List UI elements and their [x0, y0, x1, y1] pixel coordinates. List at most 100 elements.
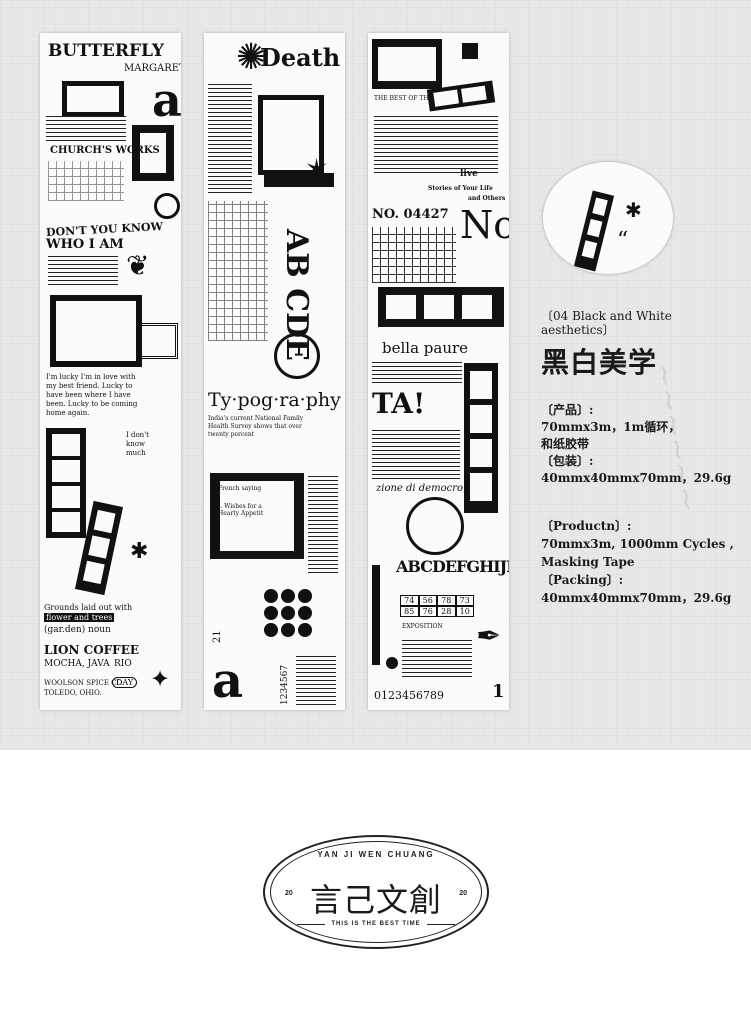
strip-text-lion-coffee: LION COFFEE — [44, 643, 139, 657]
logo-number-left: 20 — [285, 890, 293, 897]
tape-strip-2: ✺ Death ✶ AB CDE Ty·pog·ra·phy India's c… — [204, 33, 345, 710]
sparkle-icon: ✦ — [150, 665, 171, 693]
strip-text-letter-a: a — [212, 653, 244, 709]
tape-strip-1: BUTTERFLY MARGARET a CHURCH'S WORKS DON'… — [40, 33, 181, 710]
strip-text-numbers: 1234567 — [280, 664, 290, 705]
strip-text-lines — [639, 176, 661, 206]
star-icon: ✱ — [625, 200, 642, 222]
strip-text-garden: (gar.den) noun — [44, 625, 111, 635]
strip-text-lines — [372, 427, 460, 479]
pen-nib-icon: ✒ — [476, 619, 502, 654]
table-cell: 76 — [418, 606, 437, 617]
series-label: 〔04 Black and White aesthetics〕 — [541, 309, 672, 337]
strip-frame — [258, 95, 324, 175]
strip-text-lines — [308, 473, 338, 573]
cn-package-label: 〔包装〕: — [541, 454, 594, 468]
strip-text-big-no: No — [460, 203, 509, 247]
strip-text-live: live — [460, 169, 478, 179]
table-cell: 78 — [437, 595, 456, 606]
target-icon — [406, 497, 464, 555]
table-cell: 10 — [455, 606, 474, 617]
strip-text-who-i-am: WHO I AM — [46, 237, 124, 252]
strip-text-best-of: THE BEST OF THE — [374, 95, 433, 102]
strip-text-ground: Grounds laid out with — [44, 603, 133, 612]
star-icon: ✱ — [130, 539, 149, 564]
strip-text-i-dont: I don't know much — [126, 431, 149, 457]
strip-letter-r — [462, 43, 478, 59]
strip-text-stories: Stories of Your Life — [428, 185, 493, 192]
table-cell: 73 — [455, 595, 474, 606]
strip-text-flower: flower and trees — [44, 613, 115, 622]
strip-film — [372, 39, 442, 89]
logo-brand-name: 言己文創 — [309, 881, 442, 919]
series-line-2: aesthetics〕 — [541, 323, 615, 337]
en-product-label: 〔Productn〕: — [541, 519, 632, 533]
strip-text-mocha: MOCHA, JAVA — [44, 659, 110, 669]
strip-text-lines — [372, 359, 462, 383]
en-package-value: 40mmx40mmx70mm，29.6g — [541, 591, 732, 605]
en-product-line-2: Masking Tape — [541, 555, 635, 569]
strip-text-day: DAY — [112, 677, 138, 688]
strip-text-butterfly: BUTTERFLY — [48, 41, 165, 61]
strip-text-toledo: TOLEDO, OHIO. — [44, 689, 102, 697]
strip-text-lines — [374, 113, 498, 173]
strip-text-lines — [48, 255, 118, 285]
tape-strip-3: THE BEST OF THE live Stories of Your Lif… — [368, 33, 509, 710]
strip-frame — [50, 295, 142, 367]
strip-film — [46, 428, 86, 538]
strip-frame — [62, 81, 124, 117]
strip-text-lines — [296, 655, 336, 705]
series-line-1: 〔04 Black and White — [541, 309, 672, 323]
strip-film — [264, 173, 334, 187]
en-specs: 〔Productn〕: 70mmx3m, 1000mm Cycles , Mas… — [541, 517, 734, 607]
sparkle-icon: ✺ — [236, 37, 267, 78]
strip-text-digits: 0123456789 — [374, 689, 444, 702]
strip-text-bella: bella paure — [382, 339, 469, 357]
quote-icon: “ — [617, 228, 629, 253]
tape-roll-preview: ✱ “ — [543, 162, 673, 274]
strip-text-margaret: MARGARET — [124, 63, 181, 74]
strip-text-alphabet: ABCDEFGHIJK — [396, 557, 509, 576]
brand-logo: YAN JI WEN CHUANG 言己文創 20 20 THIS IS THE… — [263, 835, 489, 949]
strip-text-21: 21 — [212, 630, 223, 643]
strip-text-typography: Ty·pog·ra·phy — [208, 389, 341, 411]
table-cell: 56 — [418, 595, 437, 606]
strip-text-ta: TA! — [372, 387, 426, 420]
cn-specs: 〔产品〕: 70mmx3m，1m循环， 和纸胶带 〔包装〕: 40mmx40mm… — [541, 402, 731, 487]
cn-product-label: 〔产品〕: — [541, 403, 594, 417]
logo-divider-right — [427, 924, 455, 925]
strip-text-and-others: and Others — [468, 195, 506, 202]
strip-text-french: French saying — [218, 485, 262, 492]
cn-product-line-2: 和纸胶带 — [541, 437, 590, 451]
logo-inner-ring — [270, 841, 482, 943]
strip-text-letter-a: a — [152, 73, 181, 127]
strip-text-one: 1 — [492, 681, 505, 702]
strip-text-wishes: I. Wishes for a Hearty Appetit — [218, 503, 264, 517]
strip-text-churchs: CHURCH'S WORKS — [50, 145, 160, 156]
strip-text-death: Death — [260, 43, 341, 72]
table-cell: 85 — [400, 606, 419, 617]
strip-grid — [372, 227, 456, 283]
strip-bar — [372, 565, 380, 665]
strip-text-rio: RIO — [114, 659, 132, 669]
table-cell: 28 — [437, 606, 456, 617]
strip-film — [132, 125, 174, 181]
logo-number-right: 20 — [459, 890, 467, 897]
table-cell: 74 — [400, 595, 419, 606]
product-title: 黑白美学 — [541, 346, 658, 379]
button-grid — [264, 589, 330, 649]
strip-circle — [274, 333, 320, 379]
logo-divider-left — [297, 924, 325, 925]
strip-text-lines — [208, 83, 252, 193]
logo-outer-ring — [263, 835, 489, 949]
number-table: 74 56 78 73 85 76 28 10 — [400, 595, 474, 617]
strip-text-democro: zione di democro — [376, 483, 464, 494]
strip-film — [464, 363, 498, 513]
strip-grid — [208, 201, 268, 341]
strip-handwriting — [46, 113, 126, 141]
strip-text-number: NO. 04427 — [372, 207, 449, 222]
logo-tagline: THIS IS THE BEST TIME — [331, 921, 421, 927]
strip-film — [378, 287, 504, 327]
en-product-line-1: 70mmx3m, 1000mm Cycles , — [541, 537, 734, 551]
strip-stamp — [136, 323, 178, 359]
